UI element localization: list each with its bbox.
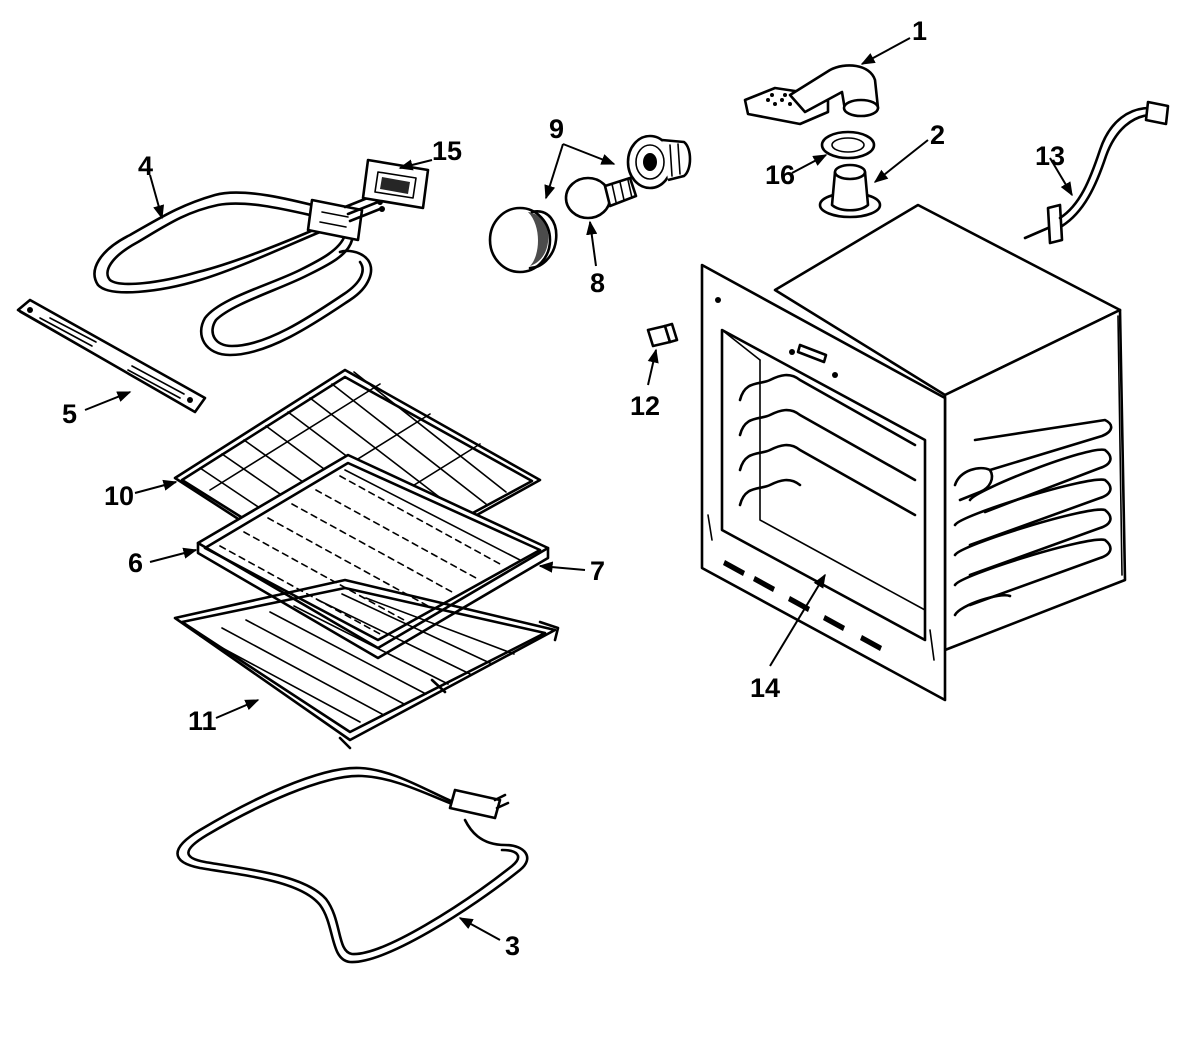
broil-element — [93, 191, 385, 357]
callout-9: 9 — [549, 114, 564, 144]
leader-lines — [84, 37, 1073, 941]
callout-labels: 1 2 3 4 5 6 7 8 9 10 11 12 13 14 15 16 — [62, 16, 1065, 961]
callout-7: 7 — [590, 556, 605, 586]
callout-12: 12 — [630, 391, 660, 421]
callout-11: 11 — [188, 706, 217, 736]
callout-2: 2 — [930, 120, 945, 150]
light-bulb — [564, 176, 638, 220]
sensor-clip — [646, 322, 679, 348]
terminal-block — [361, 158, 430, 210]
callout-10: 10 — [104, 481, 134, 511]
callout-5: 5 — [62, 399, 77, 429]
oven-cavity — [700, 203, 1127, 702]
callout-13: 13 — [1035, 141, 1065, 171]
callout-16: 16 — [765, 160, 795, 190]
callout-4: 4 — [138, 151, 153, 181]
broiler-pan — [196, 453, 550, 660]
callout-1: 1 — [912, 16, 927, 46]
callout-15: 15 — [432, 136, 462, 166]
callout-8: 8 — [590, 268, 605, 298]
vent-gasket — [820, 130, 876, 160]
oven-vent-duct — [743, 64, 880, 126]
bake-element — [176, 766, 529, 964]
oven-temperature-sensor — [1023, 100, 1170, 245]
rack-support-bracket — [16, 298, 207, 414]
callout-3: 3 — [505, 931, 520, 961]
oven-light-lens — [488, 206, 558, 274]
vent-collar — [818, 163, 882, 219]
callout-14: 14 — [750, 673, 780, 703]
callout-6: 6 — [128, 548, 143, 578]
oven-rack-lower — [173, 578, 560, 750]
light-socket — [626, 134, 692, 190]
